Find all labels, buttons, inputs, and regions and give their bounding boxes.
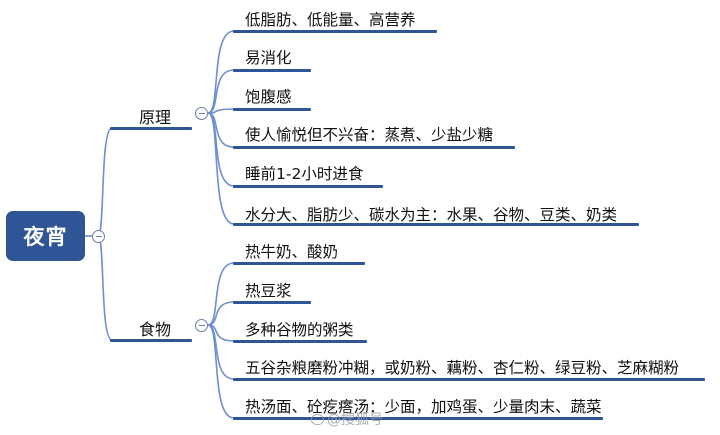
connector-food-leaf-1 xyxy=(207,262,235,326)
leaf-principle-2-underline xyxy=(233,69,311,72)
branch-food-underline xyxy=(110,339,192,342)
branch-principle-collapse-icon[interactable] xyxy=(195,107,208,120)
connector-food-leaf-5 xyxy=(207,324,235,419)
branch-food-label[interactable]: 食物 xyxy=(139,320,172,339)
leaf-principle-5-underline xyxy=(233,185,383,188)
leaf-food-2-underline xyxy=(233,301,311,304)
leaf-food-4-underline xyxy=(233,378,705,381)
leaf-principle-5[interactable]: 睡前1-2小时进食 xyxy=(245,165,364,183)
leaf-food-3[interactable]: 多种谷物的粥类 xyxy=(245,321,354,339)
leaf-food-2[interactable]: 热豆浆 xyxy=(245,282,292,300)
leaf-food-3-underline xyxy=(233,340,367,343)
weibo-icon xyxy=(311,413,324,425)
leaf-principle-3-underline xyxy=(233,108,311,111)
branch-principle-label[interactable]: 原理 xyxy=(139,108,172,127)
connector-root-principle xyxy=(97,127,113,237)
leaf-food-4[interactable]: 五谷杂粮磨粉冲糊，或奶粉、藕粉、杏仁粉、绿豆粉、芝麻糊粉 xyxy=(245,359,680,377)
leaf-principle-2[interactable]: 易消化 xyxy=(245,49,292,67)
watermark: @搜狐号 xyxy=(311,409,383,429)
connector-food-leaf-4 xyxy=(207,324,235,380)
branch-principle-underline xyxy=(110,127,192,130)
connector-principle-leaf-1 xyxy=(207,30,235,114)
leaf-food-1-underline xyxy=(233,262,365,265)
leaf-food-5-underline xyxy=(233,417,603,420)
root-node[interactable]: 夜宵 xyxy=(6,211,85,261)
connector-principle-leaf-5 xyxy=(207,112,235,187)
watermark-text: @搜狐号 xyxy=(327,412,383,428)
leaf-food-5[interactable]: 热汤面、砼疙瘩汤：少面，加鸡蛋、少量肉末、蔬菜 xyxy=(245,398,602,416)
leaf-principle-4[interactable]: 使人愉悦但不兴奋：蒸煮、少盐少糖 xyxy=(245,126,494,144)
connector-food-leaf-2 xyxy=(207,301,235,326)
leaf-principle-3[interactable]: 饱腹感 xyxy=(245,88,292,106)
root-collapse-icon[interactable] xyxy=(92,230,105,243)
leaf-principle-6-underline xyxy=(233,223,639,226)
leaf-principle-4-underline xyxy=(233,146,515,149)
root-label: 夜宵 xyxy=(23,225,68,249)
connector-principle-leaf-2 xyxy=(207,69,235,114)
connector-root-food xyxy=(97,235,113,341)
leaf-food-1[interactable]: 热牛奶、酸奶 xyxy=(245,243,339,261)
branch-food-collapse-icon[interactable] xyxy=(195,319,208,332)
leaf-principle-1[interactable]: 低脂肪、低能量、高营养 xyxy=(245,11,416,29)
leaf-principle-1-underline xyxy=(233,30,437,33)
connector-principle-leaf-6 xyxy=(207,112,235,225)
leaf-principle-6[interactable]: 水分大、脂肪少、碳水为主：水果、谷物、豆类、奶类 xyxy=(245,206,618,224)
